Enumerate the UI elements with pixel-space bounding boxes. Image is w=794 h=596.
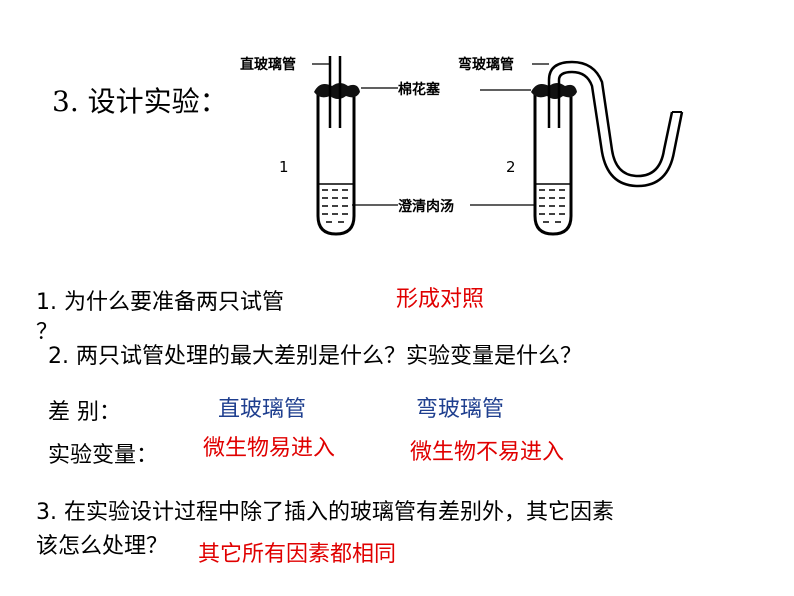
variable-label: 实验变量：: [48, 443, 159, 468]
variable-left: 微生物易进入: [203, 436, 336, 461]
label-straight-tube: 直玻璃管: [240, 56, 296, 73]
difference-label: 差 别：: [48, 400, 121, 425]
question-2: 2. 两只试管处理的最大差别是什么？实验变量是什么？: [48, 344, 582, 369]
broth-1: [319, 183, 353, 223]
broth-2: [536, 183, 570, 223]
test-tube-2: [531, 60, 684, 236]
experiment-diagram: 直玻璃管 棉花塞 弯玻璃管 澄清肉汤 1 2: [240, 56, 684, 236]
label-curved-tube: 弯玻璃管: [458, 56, 514, 73]
label-broth: 澄清肉汤: [398, 198, 454, 215]
tube-number-1: 1: [279, 158, 289, 176]
tube-number-2: 2: [506, 158, 516, 176]
question-3-line2: 该怎么处理？: [36, 534, 169, 559]
difference-right: 弯玻璃管: [416, 397, 505, 422]
cotton-plug-2: [531, 83, 577, 99]
variable-right: 微生物不易进入: [410, 440, 565, 465]
test-tube-1: [314, 56, 360, 236]
question-1: 1. 为什么要准备两只试管: [36, 290, 284, 315]
cotton-plug-1: [314, 83, 360, 99]
question-3-line1: 3. 在实验设计过程中除了插入的玻璃管有差别外，其它因素: [36, 500, 614, 525]
answer-1: 形成对照: [396, 287, 485, 312]
label-cotton-plug: 棉花塞: [398, 81, 441, 98]
section-heading: 3. 设计实验：: [52, 85, 228, 118]
question-1-mark: ？: [36, 320, 59, 345]
answer-3: 其它所有因素都相同: [198, 542, 397, 567]
difference-left: 直玻璃管: [218, 397, 307, 422]
